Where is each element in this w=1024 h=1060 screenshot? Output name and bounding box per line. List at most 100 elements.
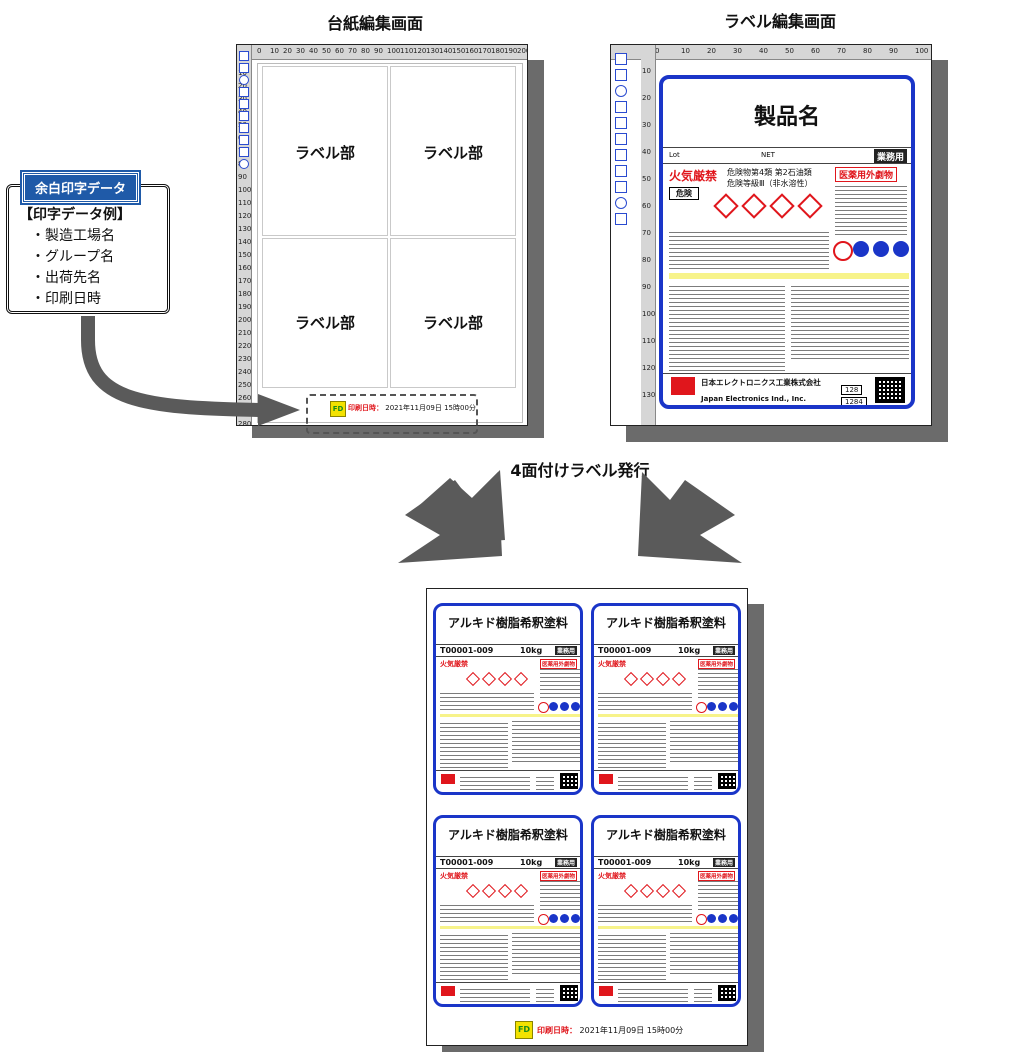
code-1: 128	[841, 385, 863, 395]
sds-notice-bar	[598, 926, 738, 929]
ruler-tick: 130	[426, 47, 440, 55]
ppe-icon	[571, 702, 580, 711]
ruler-tick: 140	[238, 238, 252, 246]
line-icon[interactable]	[239, 87, 249, 97]
pointer-icon[interactable]	[615, 53, 627, 65]
ruler-tick: 10	[642, 67, 651, 75]
base-cell[interactable]	[390, 238, 516, 388]
base-editor-title: 台紙編集画面	[326, 14, 423, 33]
ppe-icon	[718, 702, 727, 711]
print-datetime-label: 印刷日時：	[348, 404, 383, 412]
ruler-tick: 50	[642, 175, 651, 183]
base-page-area: ラベル部 ラベル部 ラベル部 ラベル部 FD 印刷日時： 2021年11月09日…	[257, 63, 523, 423]
net-label: NET	[761, 151, 775, 159]
divider	[436, 644, 580, 645]
ruler-tick: 50	[322, 47, 331, 55]
precaution-text-left	[669, 283, 785, 371]
ruler-tick: 40	[309, 47, 318, 55]
pointer-icon[interactable]	[239, 51, 249, 61]
company-text	[618, 774, 688, 790]
ellipse-icon[interactable]	[239, 75, 249, 85]
ruler-tick: 60	[642, 202, 651, 210]
issued-label-title: アルキド樹脂希釈塗料	[606, 616, 726, 630]
counter-icon[interactable]	[615, 213, 627, 225]
text-icon[interactable]	[615, 117, 627, 129]
ruler-tick: 190	[504, 47, 518, 55]
hazard-text	[598, 690, 692, 710]
exclamation-icon	[481, 671, 497, 687]
environment-icon	[671, 883, 687, 899]
table-icon[interactable]	[239, 135, 249, 145]
ruler-tick: 60	[335, 47, 344, 55]
ruler-tick: 210	[238, 329, 252, 337]
frame-icon[interactable]	[239, 147, 249, 157]
callout-example-heading: 【印字データ例】	[19, 207, 131, 223]
health-hazard-icon	[655, 671, 671, 687]
cell-label: ラベル部	[422, 314, 483, 332]
ingredients-text	[698, 880, 738, 910]
ruler-tick: 180	[238, 290, 252, 298]
code-text	[694, 986, 712, 1002]
company-logo-icon	[671, 377, 695, 395]
flame-icon	[623, 671, 639, 687]
ruler-tick: 140	[439, 47, 453, 55]
table-icon[interactable]	[615, 165, 627, 177]
ruler-tick: 170	[238, 277, 252, 285]
ruler-tick: 60	[811, 47, 820, 55]
ppe-icon	[549, 702, 558, 711]
precaution-text-left	[440, 932, 508, 980]
ruler-tick: 120	[238, 212, 252, 220]
cell-label: ラベル部	[294, 144, 355, 162]
issued-label-use: 業務用	[554, 646, 577, 655]
ruler-tick: 120	[642, 364, 656, 372]
ellipse-icon[interactable]	[615, 85, 627, 97]
flame-icon	[623, 883, 639, 899]
hazard-text	[440, 690, 534, 710]
company-logo-icon	[599, 774, 613, 784]
ruler-tick: 0	[655, 47, 660, 55]
callout-item: ・グループ名	[31, 249, 115, 265]
ppe-icon	[707, 914, 716, 923]
callout-item: ・製造工場名	[31, 228, 115, 244]
text-icon[interactable]	[239, 99, 249, 109]
rectangle-icon[interactable]	[239, 63, 249, 73]
exclamation-icon	[481, 883, 497, 899]
vertical-text-icon[interactable]	[615, 133, 627, 145]
clock-icon[interactable]	[615, 197, 627, 209]
ruler-tick: 240	[238, 368, 252, 376]
flame-icon	[465, 671, 481, 687]
frame-icon[interactable]	[615, 181, 627, 193]
qr-code	[718, 985, 736, 1001]
precaution-text-left	[598, 932, 666, 980]
issued-label-fire: 火気厳禁	[440, 872, 468, 880]
company-logo-icon	[441, 774, 455, 784]
ruler-tick: 130	[642, 391, 656, 399]
ruler-tick: 100	[642, 310, 656, 318]
issued-label-net: 10kg	[520, 646, 543, 655]
base-cell[interactable]	[390, 66, 516, 236]
clock-icon[interactable]	[239, 159, 249, 169]
prohibition-icon	[538, 914, 549, 925]
ruler-tick: 280	[238, 420, 252, 426]
environment-icon	[513, 883, 529, 899]
vertical-text-icon[interactable]	[239, 111, 249, 121]
label-design[interactable]: 製品名 Lot NET 業務用 火気厳禁 危険物第4類 第2石油類 危険等級Ⅲ（…	[659, 75, 915, 409]
barcode-icon[interactable]	[239, 123, 249, 133]
issued-label: アルキド樹脂希釈塗料 T00001-009 10kg 業務用 火気厳禁 医薬用外…	[591, 815, 741, 1007]
base-cell[interactable]	[262, 66, 388, 236]
ppe-icon	[549, 914, 558, 923]
rectangle-icon[interactable]	[615, 69, 627, 81]
line-icon[interactable]	[615, 101, 627, 113]
exclamation-icon	[741, 193, 767, 219]
ingredients-text	[698, 668, 738, 698]
sds-notice-bar	[598, 714, 738, 717]
divider	[663, 373, 911, 374]
base-cell[interactable]	[262, 238, 388, 388]
sds-notice-bar	[440, 714, 580, 717]
barcode-icon[interactable]	[615, 149, 627, 161]
ruler-tick: 230	[238, 355, 252, 363]
issued-label-use: 業務用	[712, 646, 735, 655]
prohibition-icon	[538, 702, 549, 713]
hazard-class-1: 危険物第4類 第2石油類	[727, 168, 812, 177]
ruler-tick: 260	[238, 394, 252, 402]
